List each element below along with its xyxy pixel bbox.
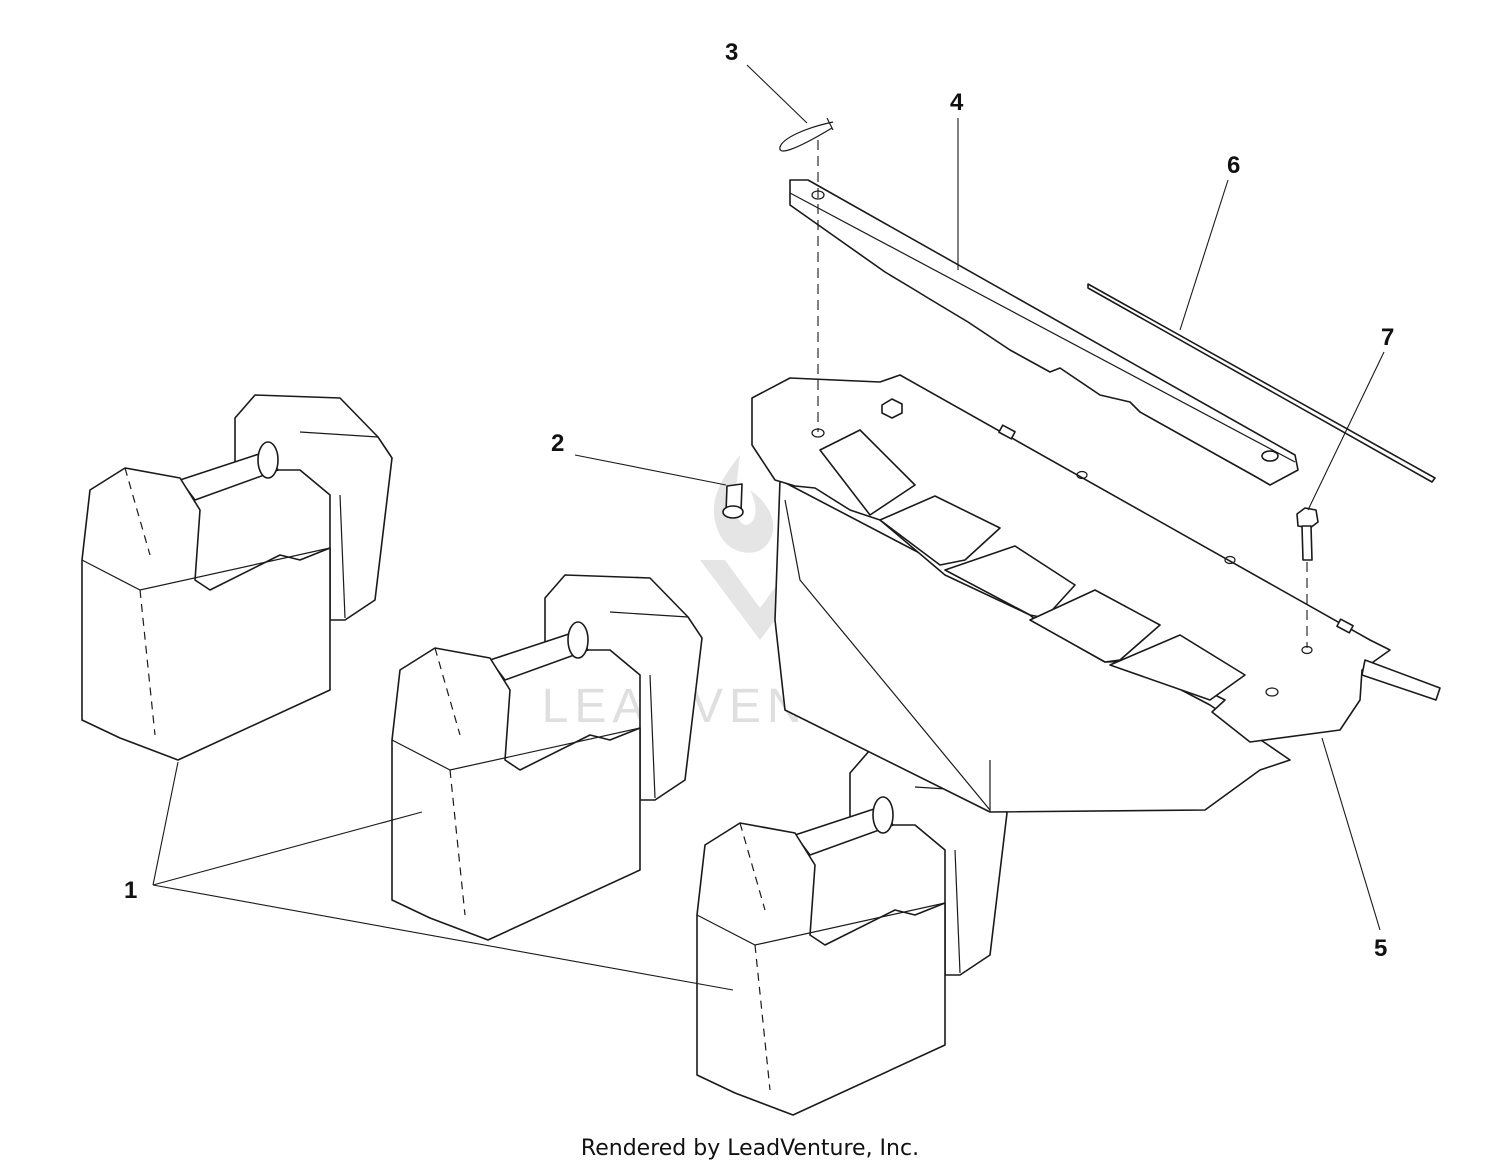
alignment-lines	[817, 140, 1308, 648]
part-2-pin	[722, 483, 744, 519]
part-1-weight-a	[81, 394, 393, 761]
part-5-weight-bracket	[751, 374, 1441, 813]
callout-7: 7	[1381, 324, 1394, 351]
callout-2: 2	[551, 430, 564, 457]
part-3-hairpin-clip	[779, 117, 834, 152]
callouts: 1 2 3 4 5 6 7	[124, 39, 1394, 962]
footer-credit: Rendered by LeadVenture, Inc.	[580, 1136, 920, 1161]
part-1-weight-b	[391, 574, 703, 941]
callout-6: 6	[1227, 152, 1240, 179]
part-7-bolt	[1296, 507, 1319, 561]
callout-5: 5	[1374, 935, 1387, 962]
part-1-weight-c	[696, 749, 1008, 1116]
part-6-rod	[1087, 283, 1436, 483]
callout-1: 1	[124, 877, 137, 904]
part-4-slotted-bar	[789, 179, 1299, 486]
leader-lines	[152, 64, 1385, 991]
callout-3: 3	[725, 39, 738, 66]
callout-4: 4	[950, 89, 964, 116]
